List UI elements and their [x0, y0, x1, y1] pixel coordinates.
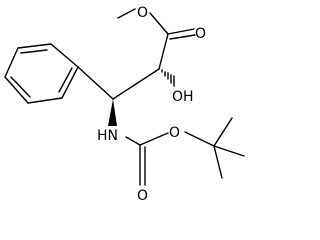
hashed-wedge-oh [161, 69, 175, 87]
carbamate-oxygen-label: O [169, 125, 180, 141]
bond-tbu-me2 [213, 145, 245, 157]
bond-beta-phenyl [77, 66, 114, 100]
bold-wedge-n [108, 99, 117, 126]
bond-carbamate-o [139, 132, 169, 146]
bond-n-carbamate [125, 136, 141, 146]
bond-carbonyl-double-2 [169, 34, 196, 40]
bond-carbonyl-alpha [158, 33, 169, 70]
bond-alpha-beta [112, 68, 160, 100]
phenyl-ring [4, 43, 79, 104]
chemical-structure: O O OH HN O O [4, 5, 245, 204]
bond-o-tbu [184, 131, 215, 147]
carbamate-carbonyl-oxygen-label: O [137, 188, 148, 204]
bond-methyl-ester-o [117, 8, 136, 19]
hydroxyl-label: OH [172, 89, 194, 105]
bond-tbu-me3 [213, 145, 223, 179]
ester-oxygen-label: O [137, 5, 148, 21]
bond-ester-o-carbonyl [149, 12, 169, 35]
amine-label: HN [97, 128, 118, 144]
bond-tbu-me1 [213, 117, 233, 147]
structure-canvas: O O OH HN O O [4, 5, 245, 204]
carbonyl-oxygen-label: O [195, 26, 206, 42]
bond-carbonyl-double-1 [167, 28, 195, 35]
